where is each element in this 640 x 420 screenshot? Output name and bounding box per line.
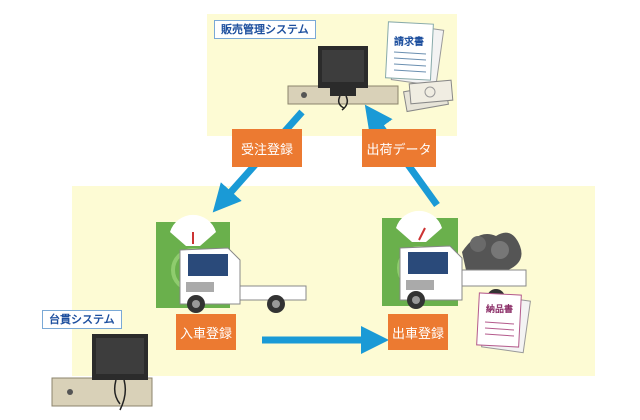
entry-registration-label: 入車登録 (176, 314, 236, 350)
top-system-title: 販売管理システム (214, 20, 316, 39)
bottom-computer-icon (51, 334, 153, 411)
bottom-system-title: 台貫システム (42, 310, 122, 329)
order-registration-label: 受注登録 (232, 129, 302, 167)
invoice-icon (384, 21, 445, 87)
entry-truck-icon (179, 247, 307, 313)
top-computer-icon (287, 46, 399, 111)
exit-registration-label: 出車登録 (388, 314, 448, 350)
exit-truck-icon (399, 232, 527, 309)
delivery-note-title: 納品書 (486, 305, 514, 315)
money-stack-icon (403, 79, 454, 113)
delivery-note-icon (476, 292, 531, 354)
shipment-data-label: 出荷データ (362, 129, 436, 167)
invoice-title: 請求書 (394, 37, 424, 48)
